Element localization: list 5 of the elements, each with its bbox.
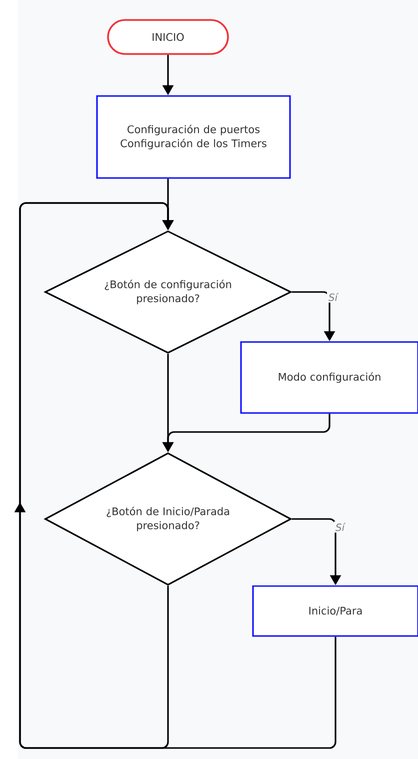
process-box: Configuración de puertos Configuración de los Timers (96, 95, 291, 179)
process-box: Modo configuración (240, 341, 418, 414)
arrow (19, 202, 336, 749)
process-box: Inicio/Para (252, 585, 418, 637)
start-terminal: INICIO (107, 19, 229, 55)
